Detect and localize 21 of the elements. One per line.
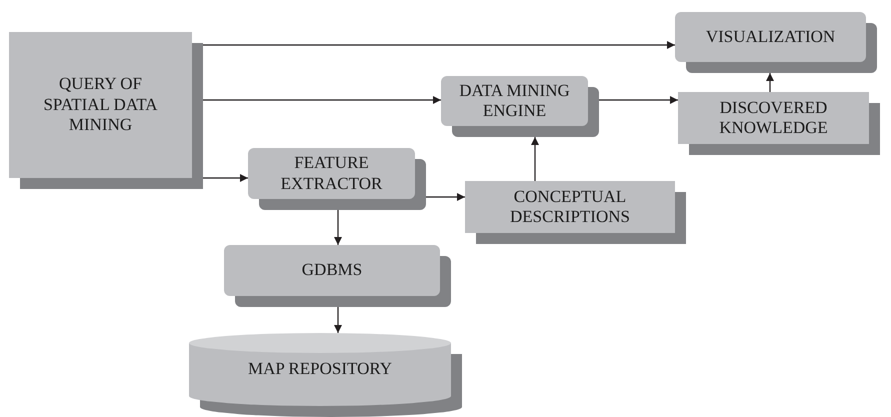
process-box	[675, 12, 866, 62]
arrow	[334, 307, 342, 333]
node-label: MAP REPOSITORY	[246, 359, 394, 380]
process-box	[678, 92, 869, 144]
arrow	[531, 137, 539, 181]
process-box	[465, 181, 675, 233]
node-label: GDBMS	[300, 260, 364, 281]
node-label: FEATURE EXTRACTOR	[280, 153, 384, 194]
arrow	[599, 96, 678, 104]
process-box	[248, 148, 415, 199]
arrow	[334, 210, 342, 245]
arrow	[766, 73, 774, 92]
process-box	[441, 76, 588, 126]
node-label: QUERY OF SPATIAL DATA MINING	[42, 74, 159, 136]
process-box	[9, 32, 192, 178]
arrow	[426, 193, 465, 201]
node-label: DATA MINING ENGINE	[458, 80, 571, 122]
node-label: DISCOVERED KNOWLEDGE	[718, 98, 829, 138]
node-label: CONCEPTUAL DESCRIPTIONS	[509, 186, 631, 228]
process-box	[224, 245, 440, 296]
node-label: VISUALIZATION	[704, 26, 836, 48]
